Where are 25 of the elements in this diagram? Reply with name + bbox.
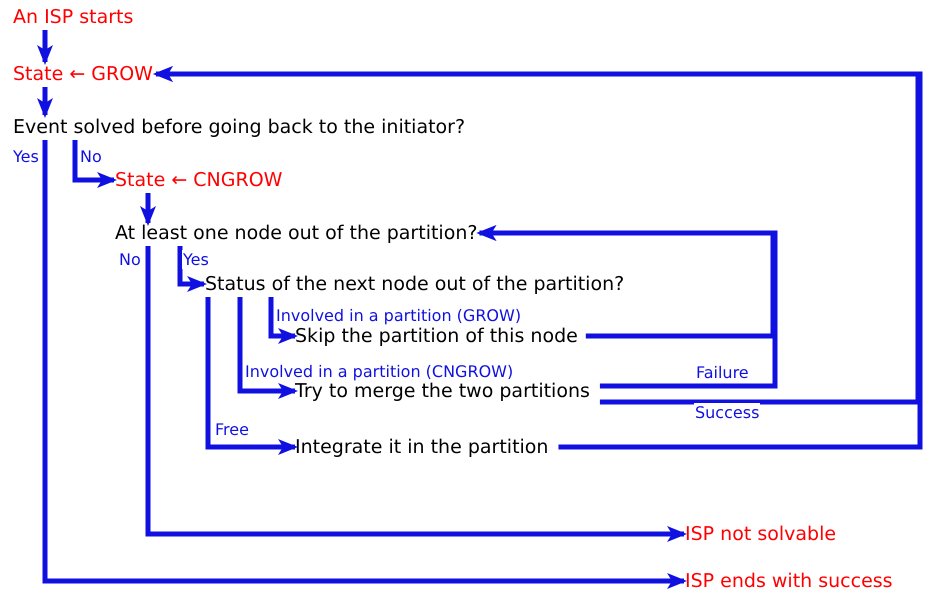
arrow xyxy=(146,246,687,542)
arrow xyxy=(268,297,298,344)
arrow xyxy=(37,30,53,65)
arrow xyxy=(178,246,207,292)
flow-step-text: Skip the partition of this node xyxy=(295,324,578,348)
edge-label: Yes xyxy=(182,250,210,269)
arrow xyxy=(206,297,298,455)
flow-step-text: Try to merge the two partitions xyxy=(295,379,590,403)
flow-step-text: Status of the next node out of the partition? xyxy=(205,272,624,296)
edge-label: Involved in a partition (CNGROW) xyxy=(244,362,514,381)
flow-step-text: Integrate it in the partition xyxy=(295,435,548,459)
arrow xyxy=(37,87,53,118)
flow-step-text: Event solved before going back to the initiator? xyxy=(13,115,466,139)
flow-step-text: State ← GROW xyxy=(13,62,153,86)
flow-step-text: ISP not solvable xyxy=(685,522,836,546)
arrow xyxy=(238,297,298,399)
flow-step-text: State ← CNGROW xyxy=(115,168,282,192)
flow-step-text: At least one node out of the partition? xyxy=(115,221,478,245)
edge-label: Involved in a partition (GROW) xyxy=(275,306,522,325)
flow-step-text: An ISP starts xyxy=(13,5,134,29)
arrow xyxy=(42,140,687,589)
arrow xyxy=(72,140,117,188)
arrow xyxy=(140,193,156,226)
arrow xyxy=(476,225,778,388)
flow-step-text: ISP ends with success xyxy=(685,569,893,593)
